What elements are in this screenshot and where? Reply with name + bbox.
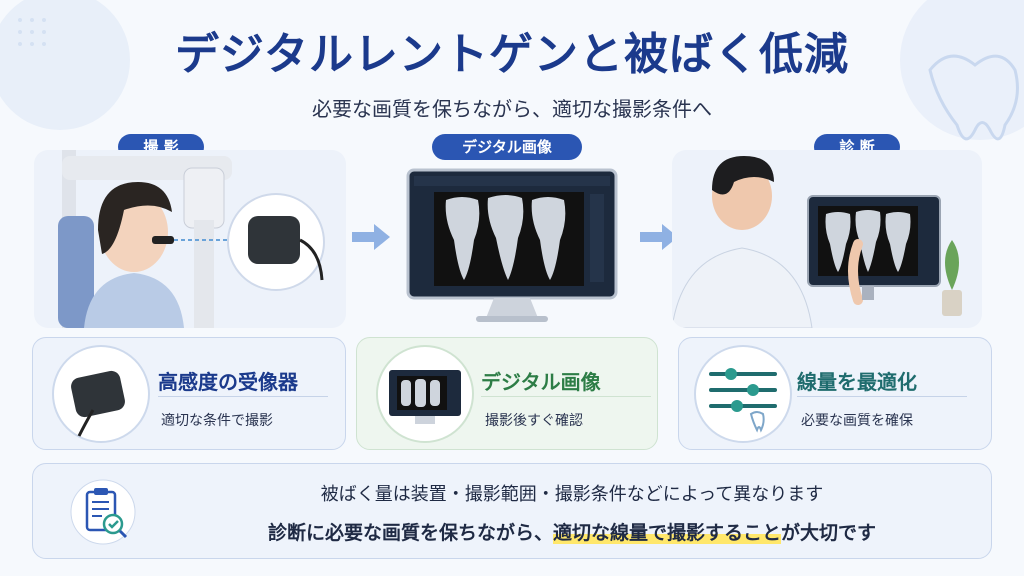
- divider: [158, 396, 328, 397]
- doctor-hair: [712, 156, 774, 195]
- xray-monitor-scene: [404, 150, 620, 328]
- sliders-icon: [694, 345, 792, 443]
- card-dose-optimization: 線量を最適化 必要な画質を確保: [678, 337, 992, 450]
- card-subtitle: 撮影後すぐ確認: [485, 413, 583, 429]
- card-sensor: 高感度の受像器 適切な条件で撮影: [32, 337, 346, 450]
- note-line-2-pre: 診断に必要な画質を保ちながら、: [267, 522, 553, 544]
- patient-hair: [98, 182, 172, 254]
- sensor-icon: [52, 345, 150, 443]
- patient-apron: [84, 273, 184, 328]
- note-panel: 被ばく量は装置・撮影範囲・撮影条件などによって異なります 診断に必要な画質を保ち…: [32, 463, 992, 559]
- divider: [481, 396, 651, 397]
- card-digital-image: デジタル画像 撮影後すぐ確認: [356, 337, 658, 450]
- card-subtitle: 適切な条件で撮影: [161, 413, 273, 429]
- capture-scene: [34, 150, 346, 328]
- divider: [797, 396, 967, 397]
- note-line-2-post: が大切です: [781, 522, 877, 544]
- card-subtitle: 必要な画質を確保: [801, 413, 913, 429]
- plant-icon: [945, 240, 959, 290]
- step-label-digital-image: デジタル画像: [432, 134, 582, 160]
- monitor-icon: [376, 345, 474, 443]
- note-highlight: 適切な線量で撮影すること: [552, 522, 781, 544]
- tooth-icon: [749, 411, 765, 433]
- card-title: デジタル画像: [481, 370, 601, 394]
- diagnosis-scene: [672, 150, 982, 328]
- tooth-outline-icon: [928, 54, 1019, 141]
- dental-chair: [58, 216, 94, 328]
- doctor-coat: [672, 247, 813, 328]
- card-title: 線量を最適化: [797, 370, 917, 394]
- arrow-right-icon: [640, 224, 678, 250]
- clipboard-check-icon: [70, 479, 136, 545]
- sensor-icon: [248, 216, 300, 264]
- page-subtitle: 必要な画質を保ちながら、適切な撮影条件へ: [312, 97, 712, 121]
- page-title: デジタルレントゲンと被ばく低減: [174, 29, 850, 80]
- arrow-right-icon: [352, 224, 390, 250]
- note-line-2: 診断に必要な画質を保ちながら、適切な線量で撮影することが大切です: [33, 518, 991, 545]
- card-title: 高感度の受像器: [158, 370, 298, 394]
- note-line-1: 被ばく量は装置・撮影範囲・撮影条件などによって異なります: [320, 484, 824, 505]
